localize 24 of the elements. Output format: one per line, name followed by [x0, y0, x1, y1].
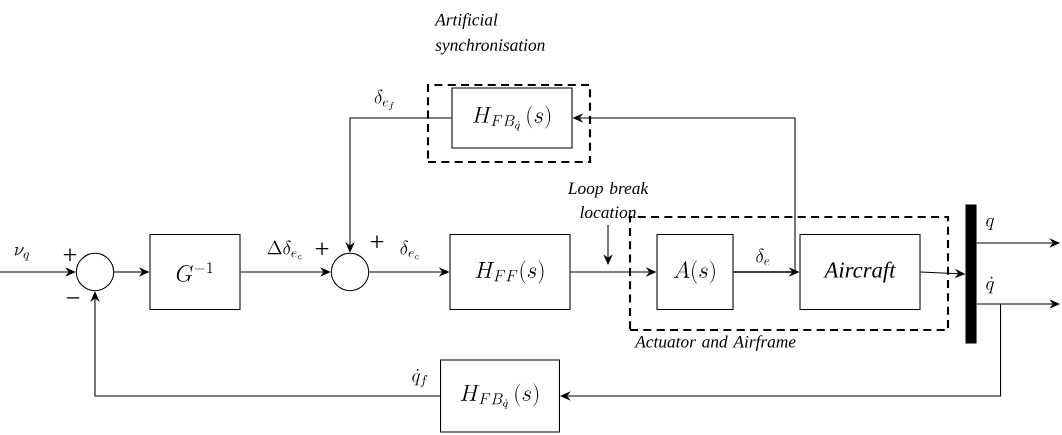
edge-label: $\delta_{e_c}$ — [400, 240, 419, 260]
edge-label: $\nu_q$ — [14, 246, 30, 261]
edge-label: $\delta_{e_f}$ — [374, 89, 395, 111]
block-box: $H_{FB_{\dot{q}}}\left(s\right)$ — [451, 87, 573, 149]
sign-label: + — [315, 242, 329, 255]
node-label: Actuator and Airframe — [634, 335, 796, 352]
arrow — [560, 303, 1002, 401]
sign-label: − — [66, 297, 80, 299]
annotation: Loop break location — [567, 181, 649, 219]
summing-junction — [330, 252, 370, 292]
edge-label: $\dot{q}$ — [986, 276, 994, 294]
block-box: Aircraft — [799, 234, 921, 310]
edge-label: $\Delta\delta_{e_c}$ — [267, 240, 302, 260]
edge-label: $\delta_e$ — [756, 248, 770, 266]
sign-label: + — [370, 235, 384, 248]
node-label: Artificial synchronisation — [434, 13, 545, 55]
block-box: $G^{-1}$ — [149, 234, 241, 310]
block-box: $H_{FB_{\dot{q}}}\left(s\right)$ — [440, 359, 560, 433]
sign-label: + — [63, 248, 77, 261]
block-box: $H_{FF}(s)$ — [449, 234, 571, 310]
edge-label: $\dot{q}_f$ — [412, 368, 428, 388]
block-box: $A(s)$ — [656, 234, 734, 310]
edge-label: $q$ — [986, 217, 994, 230]
summing-junction — [75, 252, 115, 292]
